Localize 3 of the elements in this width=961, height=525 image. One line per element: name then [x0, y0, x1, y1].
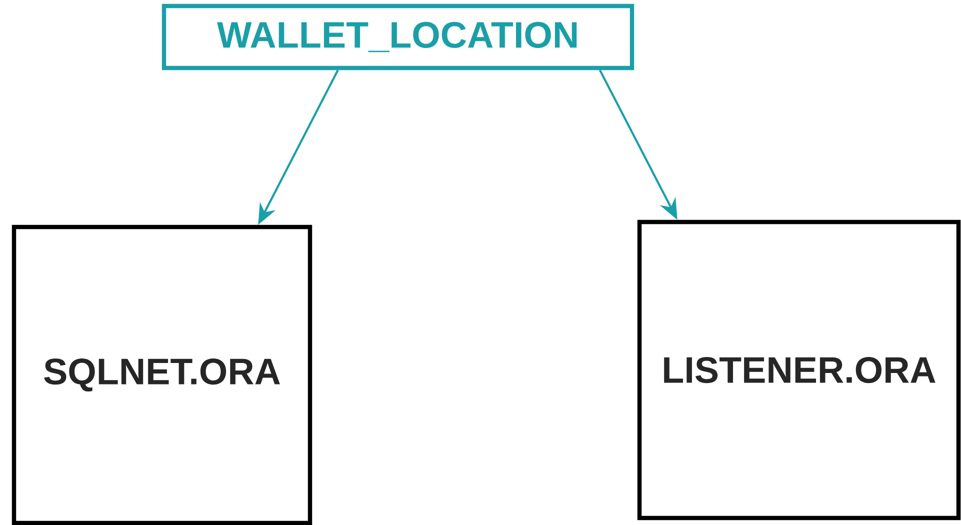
label-box: WALLET_LOCATION	[162, 4, 634, 70]
file-box: SQLNET.ORA	[12, 224, 312, 525]
file-box: LISTENER.ORA	[637, 220, 961, 520]
